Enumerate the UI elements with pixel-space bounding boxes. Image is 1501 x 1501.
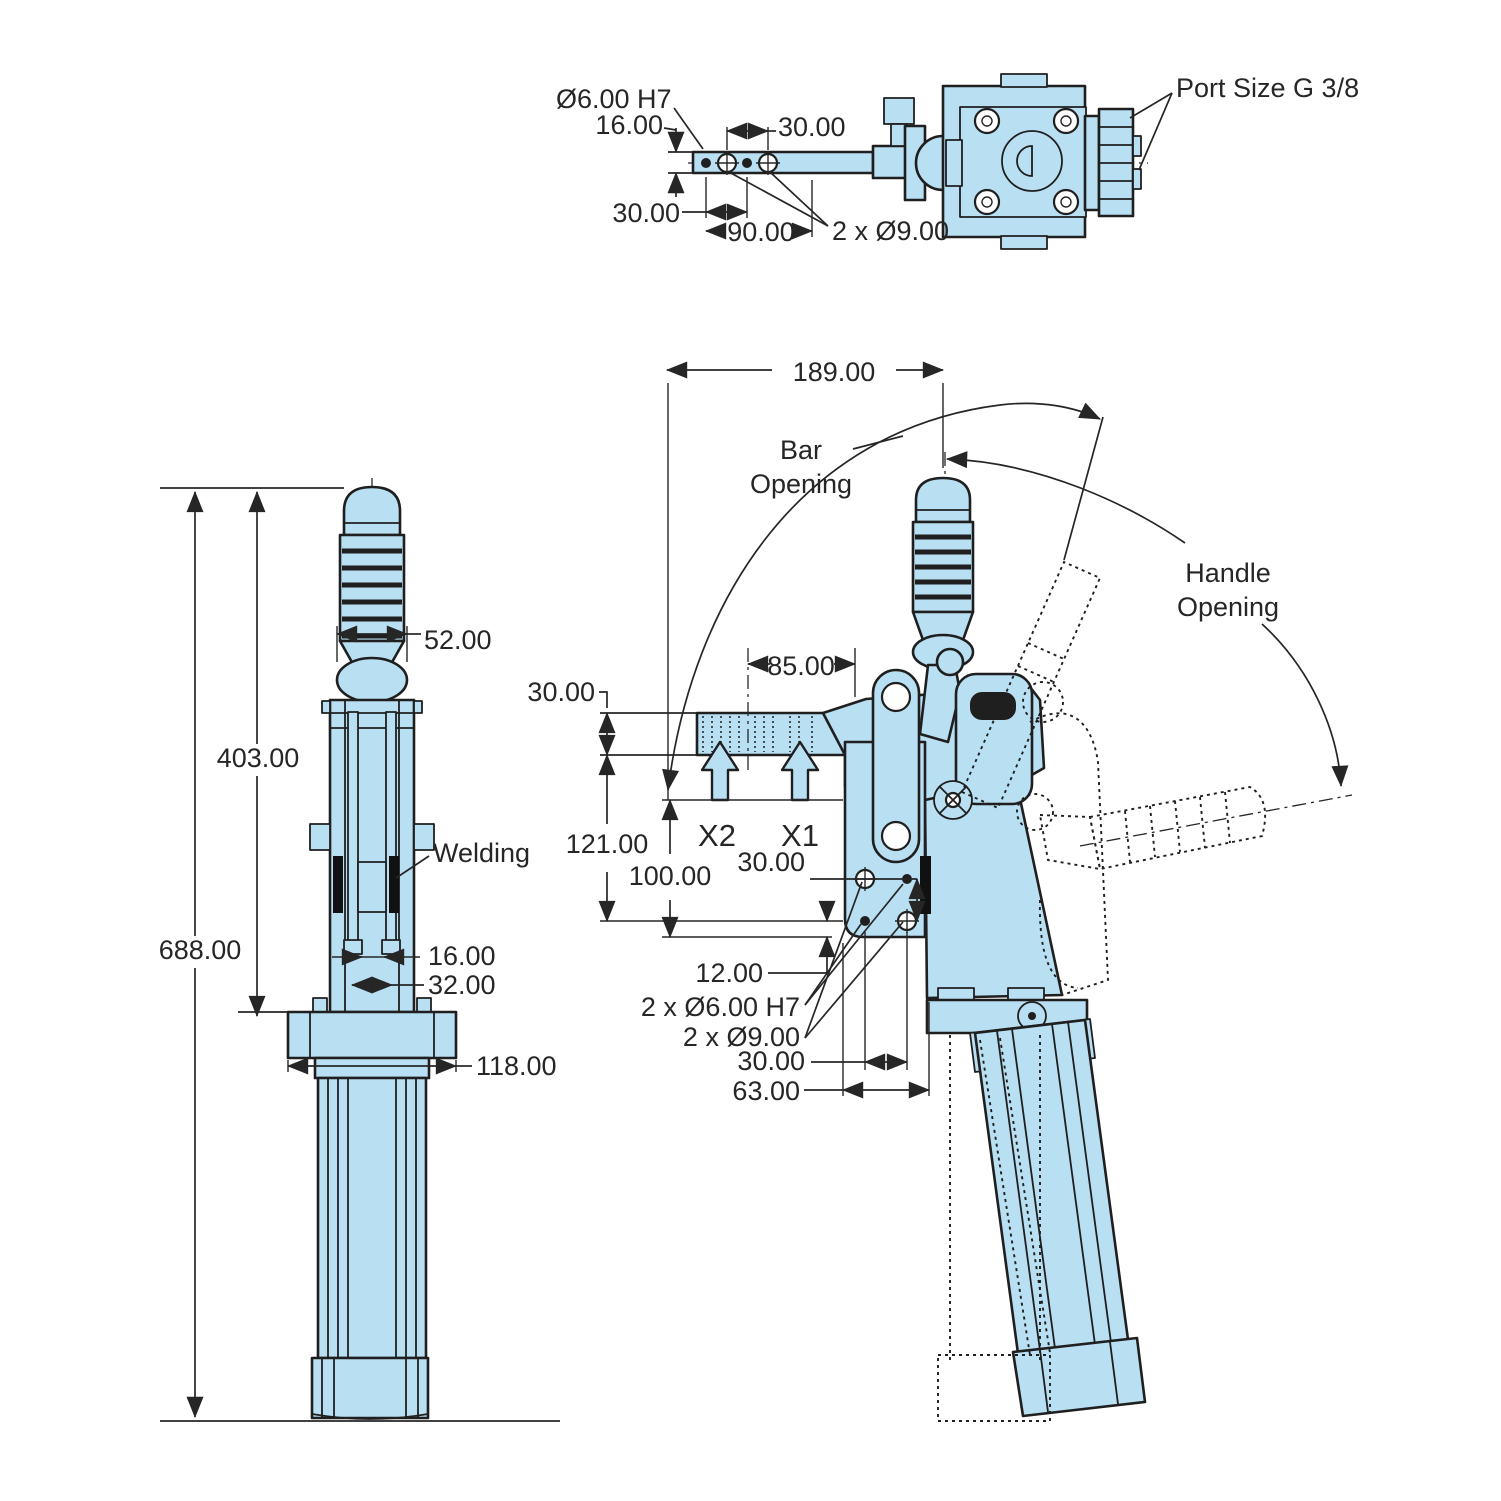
front-view-dimensions: 52.00 403.00 688.00 Welding 16.00 32.00 …	[159, 487, 560, 1422]
label-holes-9: 2 x Ø9.00	[832, 216, 949, 246]
weld-bead-side	[920, 856, 931, 914]
label-dim-90: 90.00	[727, 217, 795, 247]
front-view: 52.00 403.00 688.00 Welding 16.00 32.00 …	[159, 478, 560, 1422]
bolt-head	[883, 97, 915, 125]
label-x1: X1	[781, 818, 819, 853]
front-view-parts	[286, 478, 458, 1420]
top-view-dimensions: Ø6.00 H7 16.00 30.00 30.00 90.00 2 x Ø9.…	[556, 73, 1359, 247]
label-welding: Welding	[433, 838, 530, 868]
link-rod	[347, 711, 359, 953]
label-dim-16: 16.00	[595, 110, 663, 140]
label-dim-16: 16.00	[428, 941, 496, 971]
hole-9-crosshair	[715, 151, 739, 175]
top-view-parts	[688, 73, 1148, 250]
plate-hole-6	[860, 916, 870, 926]
handle-knob	[342, 485, 402, 537]
label-dim-403: 403.00	[217, 743, 300, 773]
label-dim-30-upper: 30.00	[778, 112, 846, 142]
handle-open-centerline	[1079, 794, 1353, 847]
label-dim-85: 85.00	[767, 651, 835, 681]
label-bar-opening-1: Bar	[780, 435, 822, 465]
label-holes-9-side: 2 x Ø9.00	[683, 1022, 800, 1052]
bar-opening-arc	[662, 402, 1101, 792]
label-dim-100: 100.00	[629, 861, 712, 891]
label-dim-32: 32.00	[428, 970, 496, 1000]
label-handle-opening-1: Handle	[1185, 558, 1271, 588]
weld-bead	[333, 856, 343, 913]
weld-bead	[389, 856, 399, 913]
side-bolt	[309, 823, 331, 851]
side-view: 189.00 Bar Opening Handle Opening 85.00 …	[527, 357, 1353, 1422]
label-dim-30-pitch: 30.00	[737, 1046, 805, 1076]
hole-6h7	[742, 158, 752, 168]
side-bolt	[413, 823, 435, 851]
label-dim-30-holes: 30.00	[737, 847, 805, 877]
handle-knob-side	[914, 476, 972, 524]
main-pivot	[933, 780, 973, 820]
label-dim-121: 121.00	[566, 829, 649, 859]
link-rod	[385, 711, 397, 953]
label-handle-opening-2: Opening	[1177, 592, 1279, 622]
label-holes-6: 2 x Ø6.00 H7	[641, 992, 800, 1022]
handle-open-phantom	[1088, 786, 1266, 871]
label-dim-30-bar: 30.00	[527, 677, 595, 707]
handle-boss	[335, 656, 409, 704]
label-bar-opening-2: Opening	[750, 469, 852, 499]
port-fitting	[1083, 114, 1101, 212]
cylinder-cap-front	[310, 1356, 430, 1420]
label-dim-30-lower: 30.00	[612, 198, 680, 228]
label-port-size: Port Size G 3/8	[1176, 73, 1359, 103]
mounting-flange	[286, 1010, 458, 1060]
hole-6h7	[701, 158, 711, 168]
cylinder-cap-side	[1011, 1336, 1147, 1418]
label-dim-63: 63.00	[732, 1076, 800, 1106]
label-dim-189: 189.00	[793, 357, 876, 387]
label-dim-52: 52.00	[424, 625, 492, 655]
hole-9-crosshair	[756, 151, 780, 175]
side-view-dimensions: 189.00 Bar Opening Handle Opening 85.00 …	[527, 357, 1349, 1106]
label-hole-diameter: Ø6.00 H7	[556, 84, 672, 114]
cylinder-cap-phantom	[937, 1354, 1051, 1422]
handle-opening-arc	[945, 451, 1186, 544]
top-view: Ø6.00 H7 16.00 30.00 30.00 90.00 2 x Ø9.…	[556, 73, 1359, 250]
cylinder-tube-front	[316, 1076, 428, 1360]
label-dim-118: 118.00	[476, 1051, 557, 1081]
label-dim-688: 688.00	[159, 935, 242, 965]
label-x2: X2	[698, 818, 736, 853]
label-dim-12: 12.00	[695, 958, 763, 988]
